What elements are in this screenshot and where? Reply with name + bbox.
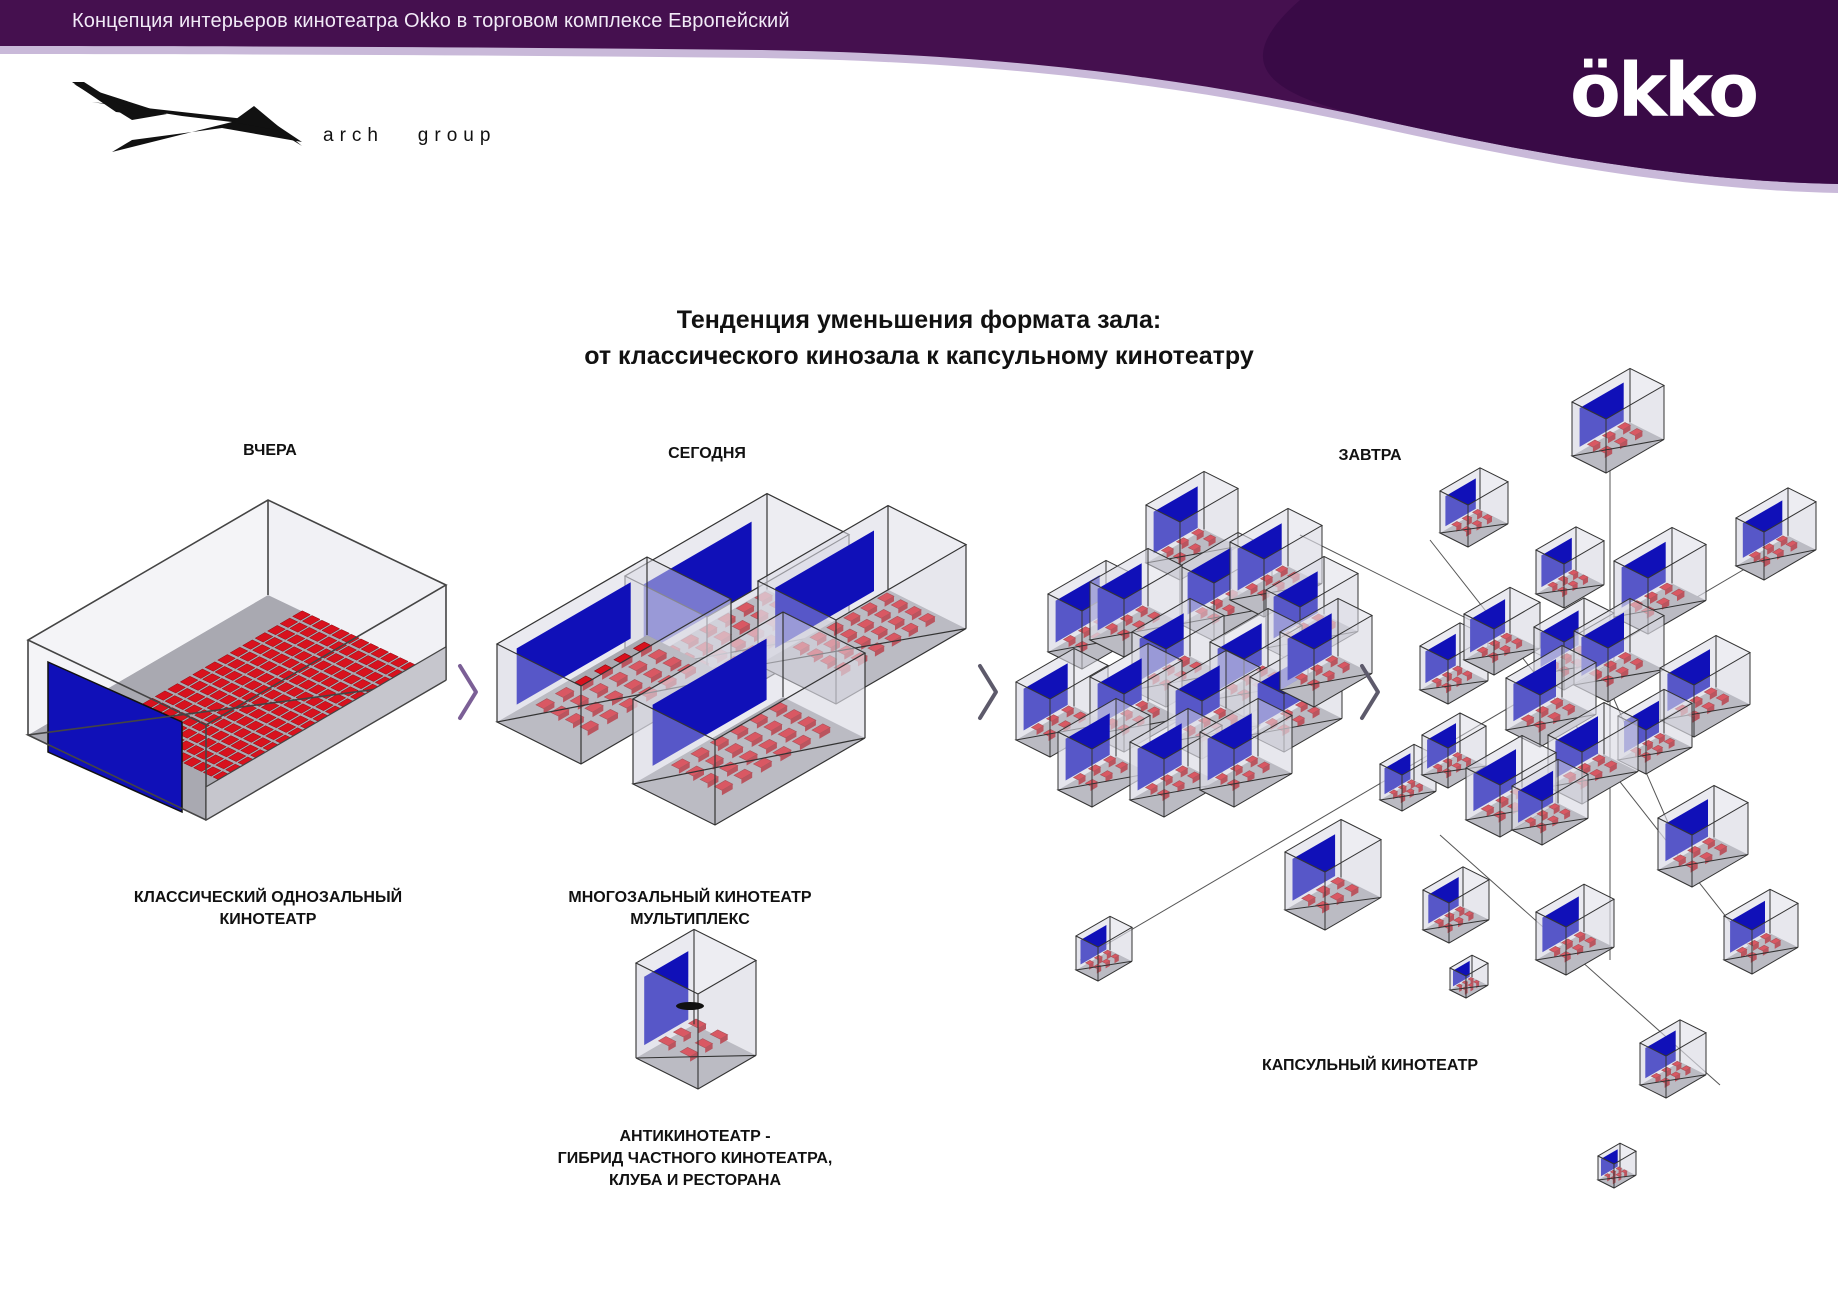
capsule-network [1074, 367, 1818, 1189]
screen [1292, 834, 1336, 901]
chevron-right-icon [978, 664, 998, 720]
capsule-hall [1734, 487, 1818, 581]
page-title-line-2: от классического кинозала к капсульному … [584, 342, 1254, 370]
screen [1742, 500, 1783, 558]
capsule-hall [1570, 367, 1666, 474]
arch-group-logo-icon [72, 82, 302, 152]
screen [1384, 753, 1411, 795]
caption-anticinema-line-1: АНТИКИНОТЕАТР - [619, 1128, 771, 1145]
heading-today: СЕГОДНЯ [668, 445, 746, 462]
screen [1621, 541, 1666, 608]
capsule-hall [1283, 818, 1383, 931]
caption-classic-line-1: КЛАССИЧЕСКИЙ ОДНОЗАЛЬНЫЙ [133, 889, 403, 906]
capsule-hall [1074, 915, 1134, 982]
screen [1601, 1149, 1618, 1177]
classic-hall-box [25, 499, 448, 822]
capsule-hall [1656, 784, 1750, 888]
capsule-hall [1722, 888, 1800, 975]
caption-capsule-cinema: КАПСУЛЬНЫЙ КИНОТЕАТР [1261, 1057, 1479, 1074]
capsule-hall [1421, 866, 1491, 944]
multiplex-hall-front-right [631, 611, 867, 826]
capsule-hall [1534, 526, 1606, 609]
capsule-hall [1612, 526, 1708, 635]
screen [1425, 633, 1456, 684]
screen [775, 530, 874, 649]
page-title: Тенденция уменьшения формата зала: от кл… [419, 302, 1419, 374]
heading-tomorrow: ЗАВТРА [1338, 447, 1402, 464]
caption-classic-line-2: КИНОТЕАТР [219, 911, 317, 928]
caption-anticinema-line-2: ГИБРИД ЧАСТНОГО КИНОТЕАТРА, [557, 1150, 833, 1167]
capsule-hall [1504, 644, 1598, 748]
capsule-hall [1638, 1019, 1708, 1099]
progression-arrows [458, 664, 1380, 720]
multiplex-hall-front-left [495, 556, 733, 765]
screen [1427, 723, 1456, 769]
okko-logo: ökko [1570, 48, 1759, 134]
classic-screen [47, 660, 183, 814]
screen [1555, 716, 1598, 779]
screen [1473, 749, 1516, 812]
capsule-hall [1462, 586, 1542, 676]
page-title-line-1: Тенденция уменьшения формата зала: [676, 306, 1162, 334]
caption-anticinema: АНТИКИНОТЕАТР - ГИБРИД ЧАСТНОГО КИНОТЕАТ… [530, 1126, 860, 1192]
cluster-capsule [1198, 697, 1294, 808]
heading-yesterday: ВЧЕРА [243, 442, 297, 459]
screen [652, 638, 767, 766]
multiplex-halls [495, 492, 968, 826]
anticinema-room [634, 928, 758, 1090]
screen [1667, 649, 1710, 712]
capsule-hall [1448, 954, 1490, 999]
capsule-hall [1534, 883, 1616, 976]
header-banner [0, 0, 1838, 193]
caption-multiplex: МНОГОЗАЛЬНЫЙ КИНОТЕАТР МУЛЬТИПЛЕКС [540, 887, 840, 931]
capsule-hall [1510, 758, 1590, 846]
arch-group-wordmark: arch group [323, 125, 497, 146]
capsule-cluster [1014, 470, 1374, 818]
anticinema-room-box [634, 928, 758, 1090]
chevron-right-icon [1360, 664, 1380, 720]
screen [1579, 382, 1624, 447]
caption-classic-cinema: КЛАССИЧЕСКИЙ ОДНОЗАЛЬНЫЙ КИНОТЕАТР [98, 887, 438, 931]
cluster-capsule [1278, 597, 1374, 708]
screen [516, 582, 631, 705]
screen [644, 951, 689, 1046]
caption-anticinema-line-3: КЛУБА И РЕСТОРАНА [608, 1172, 782, 1189]
chevron-right-icon [458, 664, 478, 720]
screen [1445, 478, 1476, 527]
capsule-hall [1438, 467, 1510, 548]
caption-multiplex-line-1: МНОГОЗАЛЬНЫЙ КИНОТЕАТР [568, 889, 812, 906]
screen [1730, 900, 1765, 953]
screen [1665, 799, 1708, 862]
classic-cinema-hall [25, 499, 448, 822]
screen [1541, 537, 1572, 588]
header-title: Концепция интерьеров кинотеатра Okko в т… [72, 10, 790, 32]
screen [1645, 1030, 1676, 1079]
screen [1518, 770, 1554, 823]
caption-multiplex-line-2: МУЛЬТИПЛЕКС [630, 911, 750, 928]
screen [1513, 659, 1556, 722]
capsule-hall [1420, 712, 1488, 789]
lamp-icon [676, 1002, 704, 1010]
capsule-hall [1596, 1142, 1638, 1189]
